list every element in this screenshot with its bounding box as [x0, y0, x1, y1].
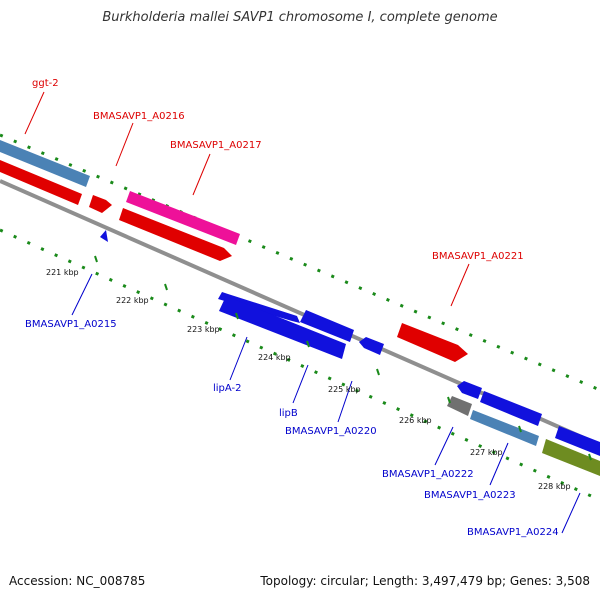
label-BMASAVP1_A0224: BMASAVP1_A0224: [467, 527, 559, 538]
label-BMASAVP1_A0215: BMASAVP1_A0215: [25, 319, 117, 330]
scale-label-225: 225 kbp: [328, 385, 361, 394]
gene-BMASAVP1_A0223-light[interactable]: [470, 410, 539, 446]
label-BMASAVP1_A0220: BMASAVP1_A0220: [285, 426, 377, 437]
gene-gray[interactable]: [447, 396, 472, 416]
scale-label-228: 228 kbp: [538, 482, 571, 491]
scale-tick-222: [164, 283, 168, 291]
gene-lipA-2-lower[interactable]: [219, 296, 346, 359]
label-BMASAVP1_A0222: BMASAVP1_A0222: [382, 469, 474, 480]
label-BMASAVP1_A0217: BMASAVP1_A0217: [170, 140, 262, 151]
leader-BMASAVP1_A0223: [489, 442, 509, 486]
gene-BMASAVP1_A0215[interactable]: [100, 230, 108, 242]
scale-tick-225: [376, 368, 380, 376]
scale-label-226: 226 kbp: [399, 416, 432, 425]
genome-summary-text: Topology: circular; Length: 3,497,479 bp…: [260, 574, 590, 588]
scale-tick-223: [235, 312, 239, 320]
leader-BMASAVP1_A0224: [561, 492, 581, 534]
forward-genes: [0, 140, 468, 362]
leader-ggt-2: [24, 91, 45, 135]
leader-BMASAVP1_A0216: [115, 122, 134, 167]
label-BMASAVP1_A0221: BMASAVP1_A0221: [432, 251, 524, 262]
label-BMASAVP1_A0223: BMASAVP1_A0223: [424, 490, 516, 501]
reverse-gene-labels: BMASAVP1_A0215 lipA-2 lipB BMASAVP1_A022…: [25, 319, 559, 538]
scale-tick-226: [447, 396, 451, 404]
dotted-guides: [0, 133, 600, 502]
gene-red-under-0217[interactable]: [119, 208, 232, 261]
scale-label-227: 227 kbp: [470, 448, 503, 457]
gene-BMASAVP1_A0220[interactable]: [359, 337, 384, 355]
leader-BMASAVP1_A0215: [71, 273, 93, 316]
scale-tick-227: [518, 425, 522, 433]
scale-markers: 221 kbp 222 kbp 223 kbp 224 kbp 225 kbp …: [46, 255, 592, 491]
leader-BMASAVP1_A0217: [192, 153, 211, 196]
gene-BMASAVP1_A0223[interactable]: [480, 391, 542, 426]
scale-tick-228: [588, 453, 592, 461]
genome-title: Burkholderia mallei SAVP1 chromosome I, …: [102, 10, 498, 25]
scale-tick-224: [306, 340, 310, 348]
label-BMASAVP1_A0216: BMASAVP1_A0216: [93, 111, 185, 122]
leader-lipB: [292, 364, 309, 404]
gene-BMASAVP1_A0222[interactable]: [457, 381, 482, 399]
gene-ggt-2[interactable]: [0, 140, 90, 187]
reverse-dotted-track: [0, 228, 600, 502]
gene-lipB[interactable]: [300, 310, 354, 342]
label-lipB: lipB: [279, 408, 298, 419]
scale-label-222: 222 kbp: [116, 296, 149, 305]
gene-BMASAVP1_A0224[interactable]: [555, 426, 600, 456]
gene-BMASAVP1_A0221[interactable]: [397, 323, 468, 362]
leader-BMASAVP1_A0222: [434, 426, 454, 466]
leader-BMASAVP1_A0220: [337, 380, 353, 423]
gene-unlabeled-red[interactable]: [0, 160, 82, 205]
gene-BMASAVP1_A0217[interactable]: [126, 191, 240, 245]
scale-label-223: 223 kbp: [187, 325, 220, 334]
scale-tick-221: [94, 255, 98, 263]
forward-dotted-track: [0, 133, 600, 392]
reverse-genes: [100, 230, 600, 476]
label-leaders: [24, 91, 581, 534]
gene-olive[interactable]: [542, 439, 600, 476]
forward-gene-labels: ggt-2 BMASAVP1_A0216 BMASAVP1_A0217 BMAS…: [32, 78, 524, 262]
label-lipA-2: lipA-2: [213, 383, 242, 394]
gene-BMASAVP1_A0216[interactable]: [89, 195, 112, 213]
leader-lipA-2: [229, 336, 248, 381]
scale-label-224: 224 kbp: [258, 353, 291, 362]
label-ggt-2: ggt-2: [32, 78, 59, 89]
leader-BMASAVP1_A0221: [450, 263, 470, 307]
gene-lipA-2[interactable]: [218, 292, 300, 323]
accession-text: Accession: NC_008785: [9, 574, 146, 588]
scale-label-221: 221 kbp: [46, 268, 79, 277]
